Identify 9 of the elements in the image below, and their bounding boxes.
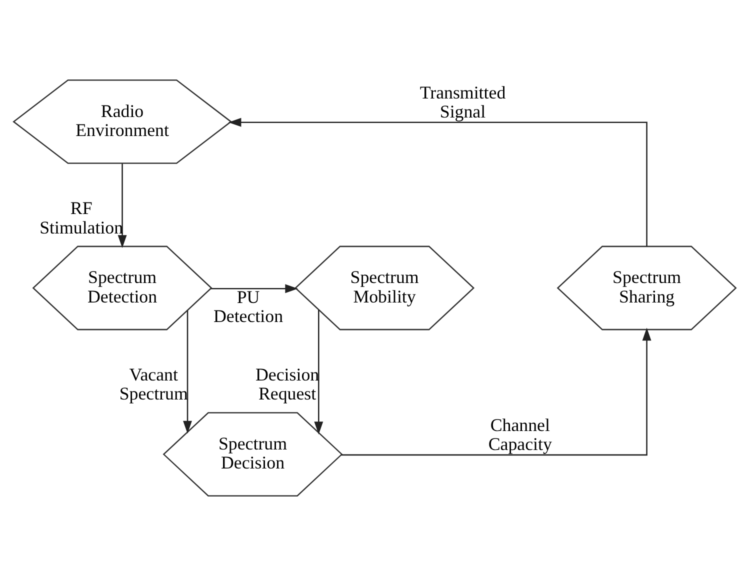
arrow [341, 328, 652, 456]
arrow [210, 284, 298, 294]
arrow [183, 310, 192, 434]
arrow [118, 164, 127, 248]
edge-label: PU Detection [213, 286, 284, 326]
arrow [314, 310, 324, 434]
edge-label: Transmitted Signal [420, 82, 506, 122]
edge-label: Channel Capacity [488, 414, 552, 454]
arrow [228, 118, 648, 246]
